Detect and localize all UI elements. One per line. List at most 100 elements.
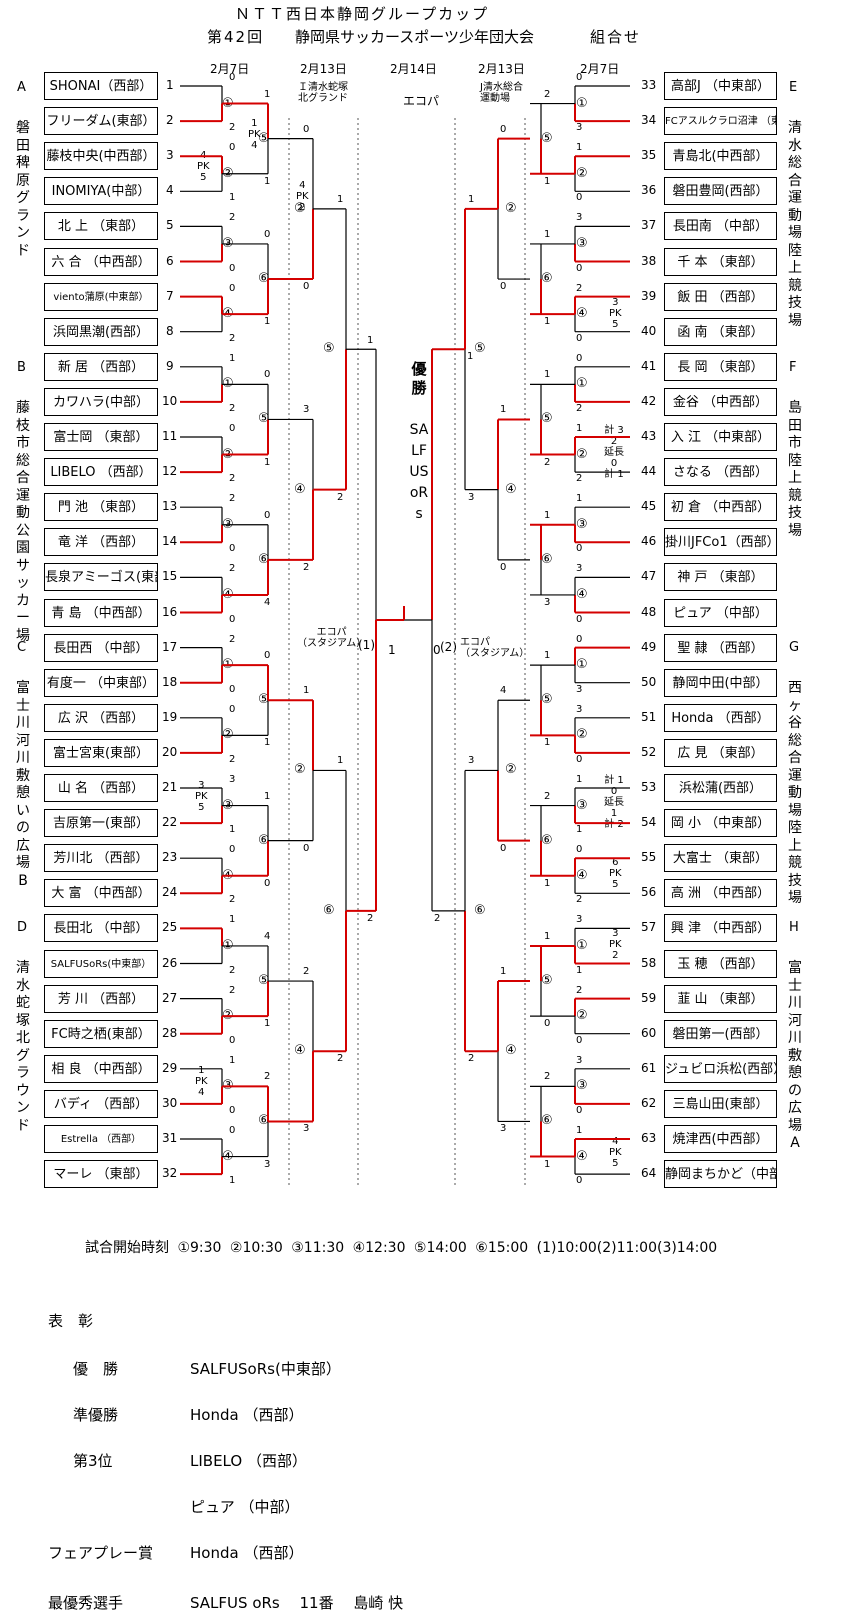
r2-match-right: ⑤	[541, 973, 553, 989]
team-box-left-26: SALFUSoRs(中東部）	[44, 949, 158, 978]
r1-score-right-top: 1	[576, 1125, 583, 1136]
r3-match-left: ④	[294, 1043, 306, 1059]
r3-score-right-top: 0	[500, 123, 507, 135]
r2-score-right-bottom: 1	[544, 175, 551, 187]
r2-match-right: ⑤	[541, 692, 553, 708]
team-box-right-13: 初 倉 （中西部）	[664, 493, 777, 522]
group-letter-g: G	[789, 640, 800, 655]
r1-score-left-top: 2	[229, 493, 236, 505]
r1-match-right: ③	[576, 797, 588, 813]
r3-match-right: ②	[505, 200, 517, 216]
r1-match-right: ②	[576, 165, 588, 181]
team-number-left-6: 6	[166, 253, 174, 268]
team-number-right-61: 61	[641, 1060, 657, 1075]
team-box-right-17: 聖 隷 （西部）	[664, 633, 777, 662]
r1-score-right-top: 3	[576, 563, 583, 575]
r1-score-right-bottom: 0	[576, 192, 583, 204]
r1-score-right-bottom: 1	[576, 824, 583, 836]
team-number-left-18: 18	[162, 674, 178, 689]
r2-score-left-top: 1	[264, 88, 271, 100]
team-number-left-26: 26	[162, 955, 178, 970]
r1-score-right-top: 0	[576, 633, 583, 645]
team-number-left-24: 24	[162, 885, 178, 900]
r3-score-left-bottom: 0	[303, 842, 310, 854]
r1-match-right: ②	[576, 1008, 588, 1024]
team-box-right-18: 静岡中田(中部）	[664, 668, 777, 697]
team-number-left-31: 31	[162, 1131, 178, 1145]
team-box-right-25: 興 津 （中西部）	[664, 914, 777, 943]
r2-score-left-bottom: 1	[264, 456, 271, 468]
r1-match-right: ④	[576, 1148, 588, 1164]
r1-score-left-top: 0	[229, 1125, 236, 1136]
r2-match-right: ⑤	[541, 130, 553, 146]
team-box-right-24: 高 洲 （中西部）	[664, 879, 777, 908]
team-box-left-3: 藤枝中央(中西部）	[44, 142, 158, 171]
group-venue-c: 富士川河川敷憩いの広場B	[16, 680, 30, 889]
venue-top-left: Ｉ清水蛇塚 北グランド	[298, 82, 348, 104]
r2-match-left: ⑥	[258, 551, 270, 567]
award-label: 優 勝	[73, 1360, 119, 1378]
r1-match-right: ①	[576, 376, 588, 392]
team-box-left-9: 新 居 （西部）	[44, 352, 158, 381]
r1-score-left-top: 0	[229, 282, 236, 294]
r1-score-left-bottom: 0	[229, 1034, 236, 1046]
r2-match-left: ⑤	[258, 411, 270, 427]
team-box-left-21: 山 名 （西部）	[44, 774, 158, 802]
title-round: 第42回	[207, 28, 265, 46]
r2-score-right-bottom: 3	[544, 596, 551, 608]
r1-score-right-top: 1	[576, 774, 583, 785]
r3-score-left-top: 1	[303, 685, 310, 697]
team-number-right-46: 46	[641, 534, 657, 549]
r1-score-right-top: 3	[576, 212, 583, 224]
award-label: 第3位	[73, 1452, 113, 1470]
r1-score-left-top: 0	[229, 142, 236, 154]
r4-score-left-top: 1	[337, 193, 344, 205]
r4-match-right: ⑤	[474, 341, 486, 357]
team-box-left-27: 芳 川 （西部）	[44, 984, 158, 1013]
team-number-right-34: 34	[641, 113, 657, 128]
r3-score-right-bottom: 3	[500, 1123, 507, 1135]
date-left-r3: 2月13日	[300, 62, 347, 76]
r2-match-left: ⑤	[258, 130, 270, 146]
award-value: ピュア （中部）	[190, 1498, 300, 1516]
pk-note-r-43-44: 計 3 2 延長 0 計 1	[604, 425, 624, 480]
team-number-right-55: 55	[641, 850, 657, 865]
r4-match-right: ⑥	[474, 902, 486, 918]
r1-score-right-top: 1	[576, 493, 583, 505]
r3-score-left-top: 2	[303, 966, 310, 978]
team-number-left-13: 13	[162, 499, 178, 514]
r1-match-right: ①	[576, 937, 588, 953]
date-final: 2月14日	[390, 62, 437, 76]
r1-score-right-top: 2	[576, 984, 583, 996]
r1-score-left-top: 3	[229, 774, 236, 785]
team-number-right-35: 35	[641, 148, 657, 163]
r2-score-right-top: 2	[544, 1071, 551, 1083]
r2-score-right-top: 1	[544, 509, 551, 521]
team-number-left-20: 20	[162, 744, 178, 759]
team-number-right-57: 57	[641, 920, 657, 935]
semi-score-l2: 2	[367, 912, 374, 924]
r1-score-right-top: 3	[576, 914, 583, 926]
team-box-left-23: 芳川北 （西部）	[44, 844, 158, 873]
team-box-left-8: 浜岡黒潮(西部）	[44, 317, 158, 346]
team-box-left-12: LIBELO （西部）	[44, 458, 158, 487]
match-times: 試合開始時刻 ①9:30 ②10:30 ③11:30 ④12:30 ⑤14:00…	[85, 1240, 718, 1256]
team-number-right-50: 50	[641, 674, 657, 689]
team-box-left-15: 長泉アミーゴス(東部）	[44, 563, 158, 592]
r3-score-right-top: 1	[500, 404, 507, 416]
award-value: LIBELO （西部）	[190, 1452, 307, 1470]
award-value: Honda （西部）	[190, 1406, 304, 1424]
r1-score-left-bottom: 2	[229, 332, 236, 344]
team-box-right-27: 韮 山 （東部）	[664, 984, 777, 1013]
team-number-right-40: 40	[641, 323, 657, 338]
team-number-right-62: 62	[641, 1095, 657, 1110]
final-score-right: 0	[433, 643, 441, 657]
pk-note-r-63-64: 4 PK 5	[609, 1136, 622, 1169]
team-box-right-4: 磐田豊岡(西部）	[664, 177, 777, 206]
date-right-r3: 2月13日	[478, 62, 525, 76]
r2-score-right-top: 2	[544, 790, 551, 802]
group-letter-h: H	[789, 920, 799, 935]
r2-score-right-top: 1	[544, 930, 551, 942]
award-label: 準優勝	[73, 1406, 119, 1424]
r1-score-right-bottom: 0	[576, 543, 583, 555]
